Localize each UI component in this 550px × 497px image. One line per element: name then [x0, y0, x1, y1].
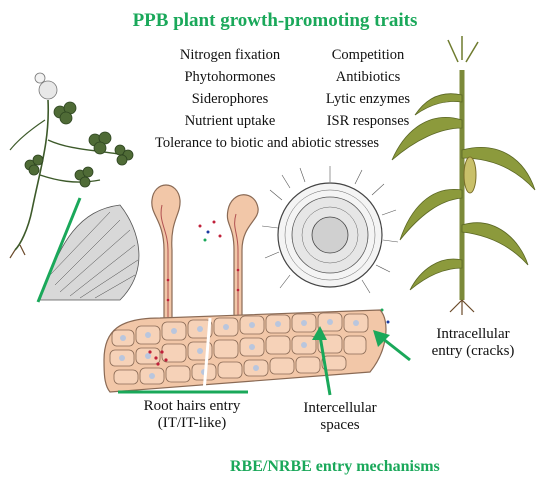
intracellular-line1: Intracellular [436, 326, 510, 342]
trait-nutrient-uptake: Nutrient uptake [184, 113, 276, 129]
root-hairs-entry-line2: (IT/IT-like) [157, 415, 227, 431]
root-hairs-entry-line1: Root hairs entry [143, 398, 241, 414]
intracellular-line2: entry (cracks) [431, 343, 515, 359]
trait-lytic-enzymes: Lytic enzymes [325, 91, 411, 107]
intracellular-entry-label: Intracellular entry (cracks) [418, 326, 528, 360]
root-section-texture [36, 197, 140, 303]
page-title: PPB plant growth-promoting traits [132, 10, 418, 31]
maize-plant-illustration [391, 36, 536, 315]
trait-antibiotics: Antibiotics [335, 69, 401, 85]
entry-mechanisms-caption: RBE/NRBE entry mechanisms [230, 458, 440, 475]
trait-competition: Competition [331, 47, 405, 63]
root-cross-section [261, 166, 399, 294]
trait-isr-responses: ISR responses [326, 113, 410, 129]
root-hair-left [151, 184, 181, 321]
intercellular-line1: Intercellular [303, 400, 377, 416]
intracellular-arrow [373, 330, 411, 362]
trait-siderophores: Siderophores [191, 91, 269, 107]
clover-plant-illustration [9, 72, 134, 259]
trait-phytohormones: Phytohormones [184, 69, 276, 85]
trait-nitrogen-fixation: Nitrogen fixation [179, 47, 281, 63]
intercellular-arrow [312, 326, 332, 396]
intercellular-line2: spaces [320, 417, 360, 433]
tolerance-text: Tolerance to biotic and abiotic stresses [155, 135, 380, 151]
intercellular-spaces-label: Intercellular spaces [290, 400, 390, 434]
root-hair-right [226, 194, 259, 321]
root-tissue [103, 268, 387, 394]
root-hairs-entry-label: Root hairs entry (IT/IT-like) [132, 398, 252, 432]
